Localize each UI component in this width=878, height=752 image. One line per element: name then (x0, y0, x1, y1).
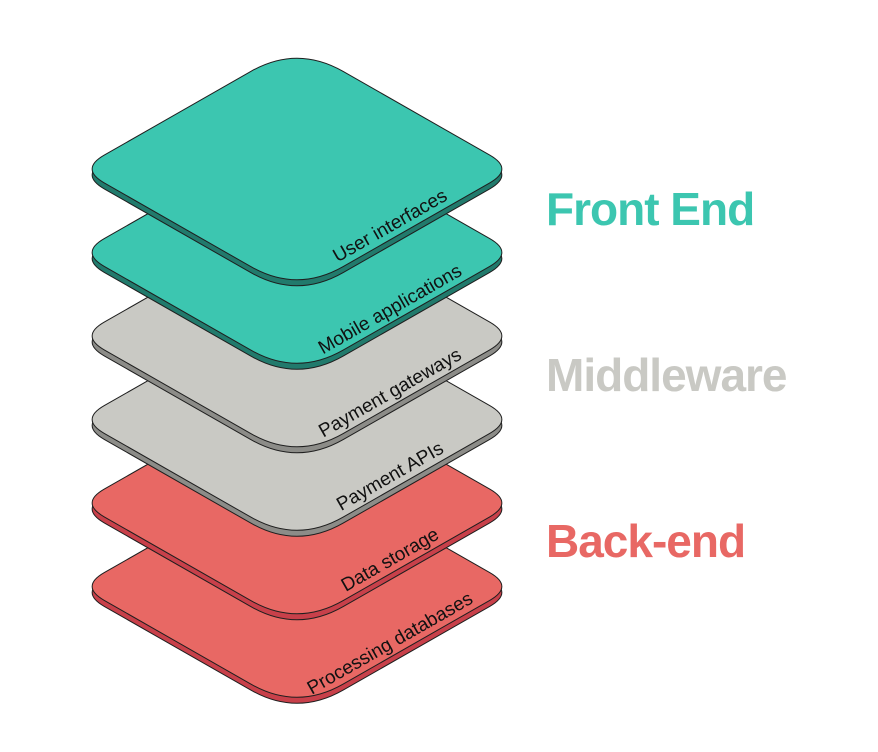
layer-plate-user-interfaces: User interfaces (91, 57, 503, 287)
group-title-middleware: Middleware (546, 349, 788, 401)
group-title-front-end: Front End (546, 183, 755, 235)
group-title-back-end: Back-end (546, 515, 746, 567)
plate-top-face (91, 57, 503, 281)
